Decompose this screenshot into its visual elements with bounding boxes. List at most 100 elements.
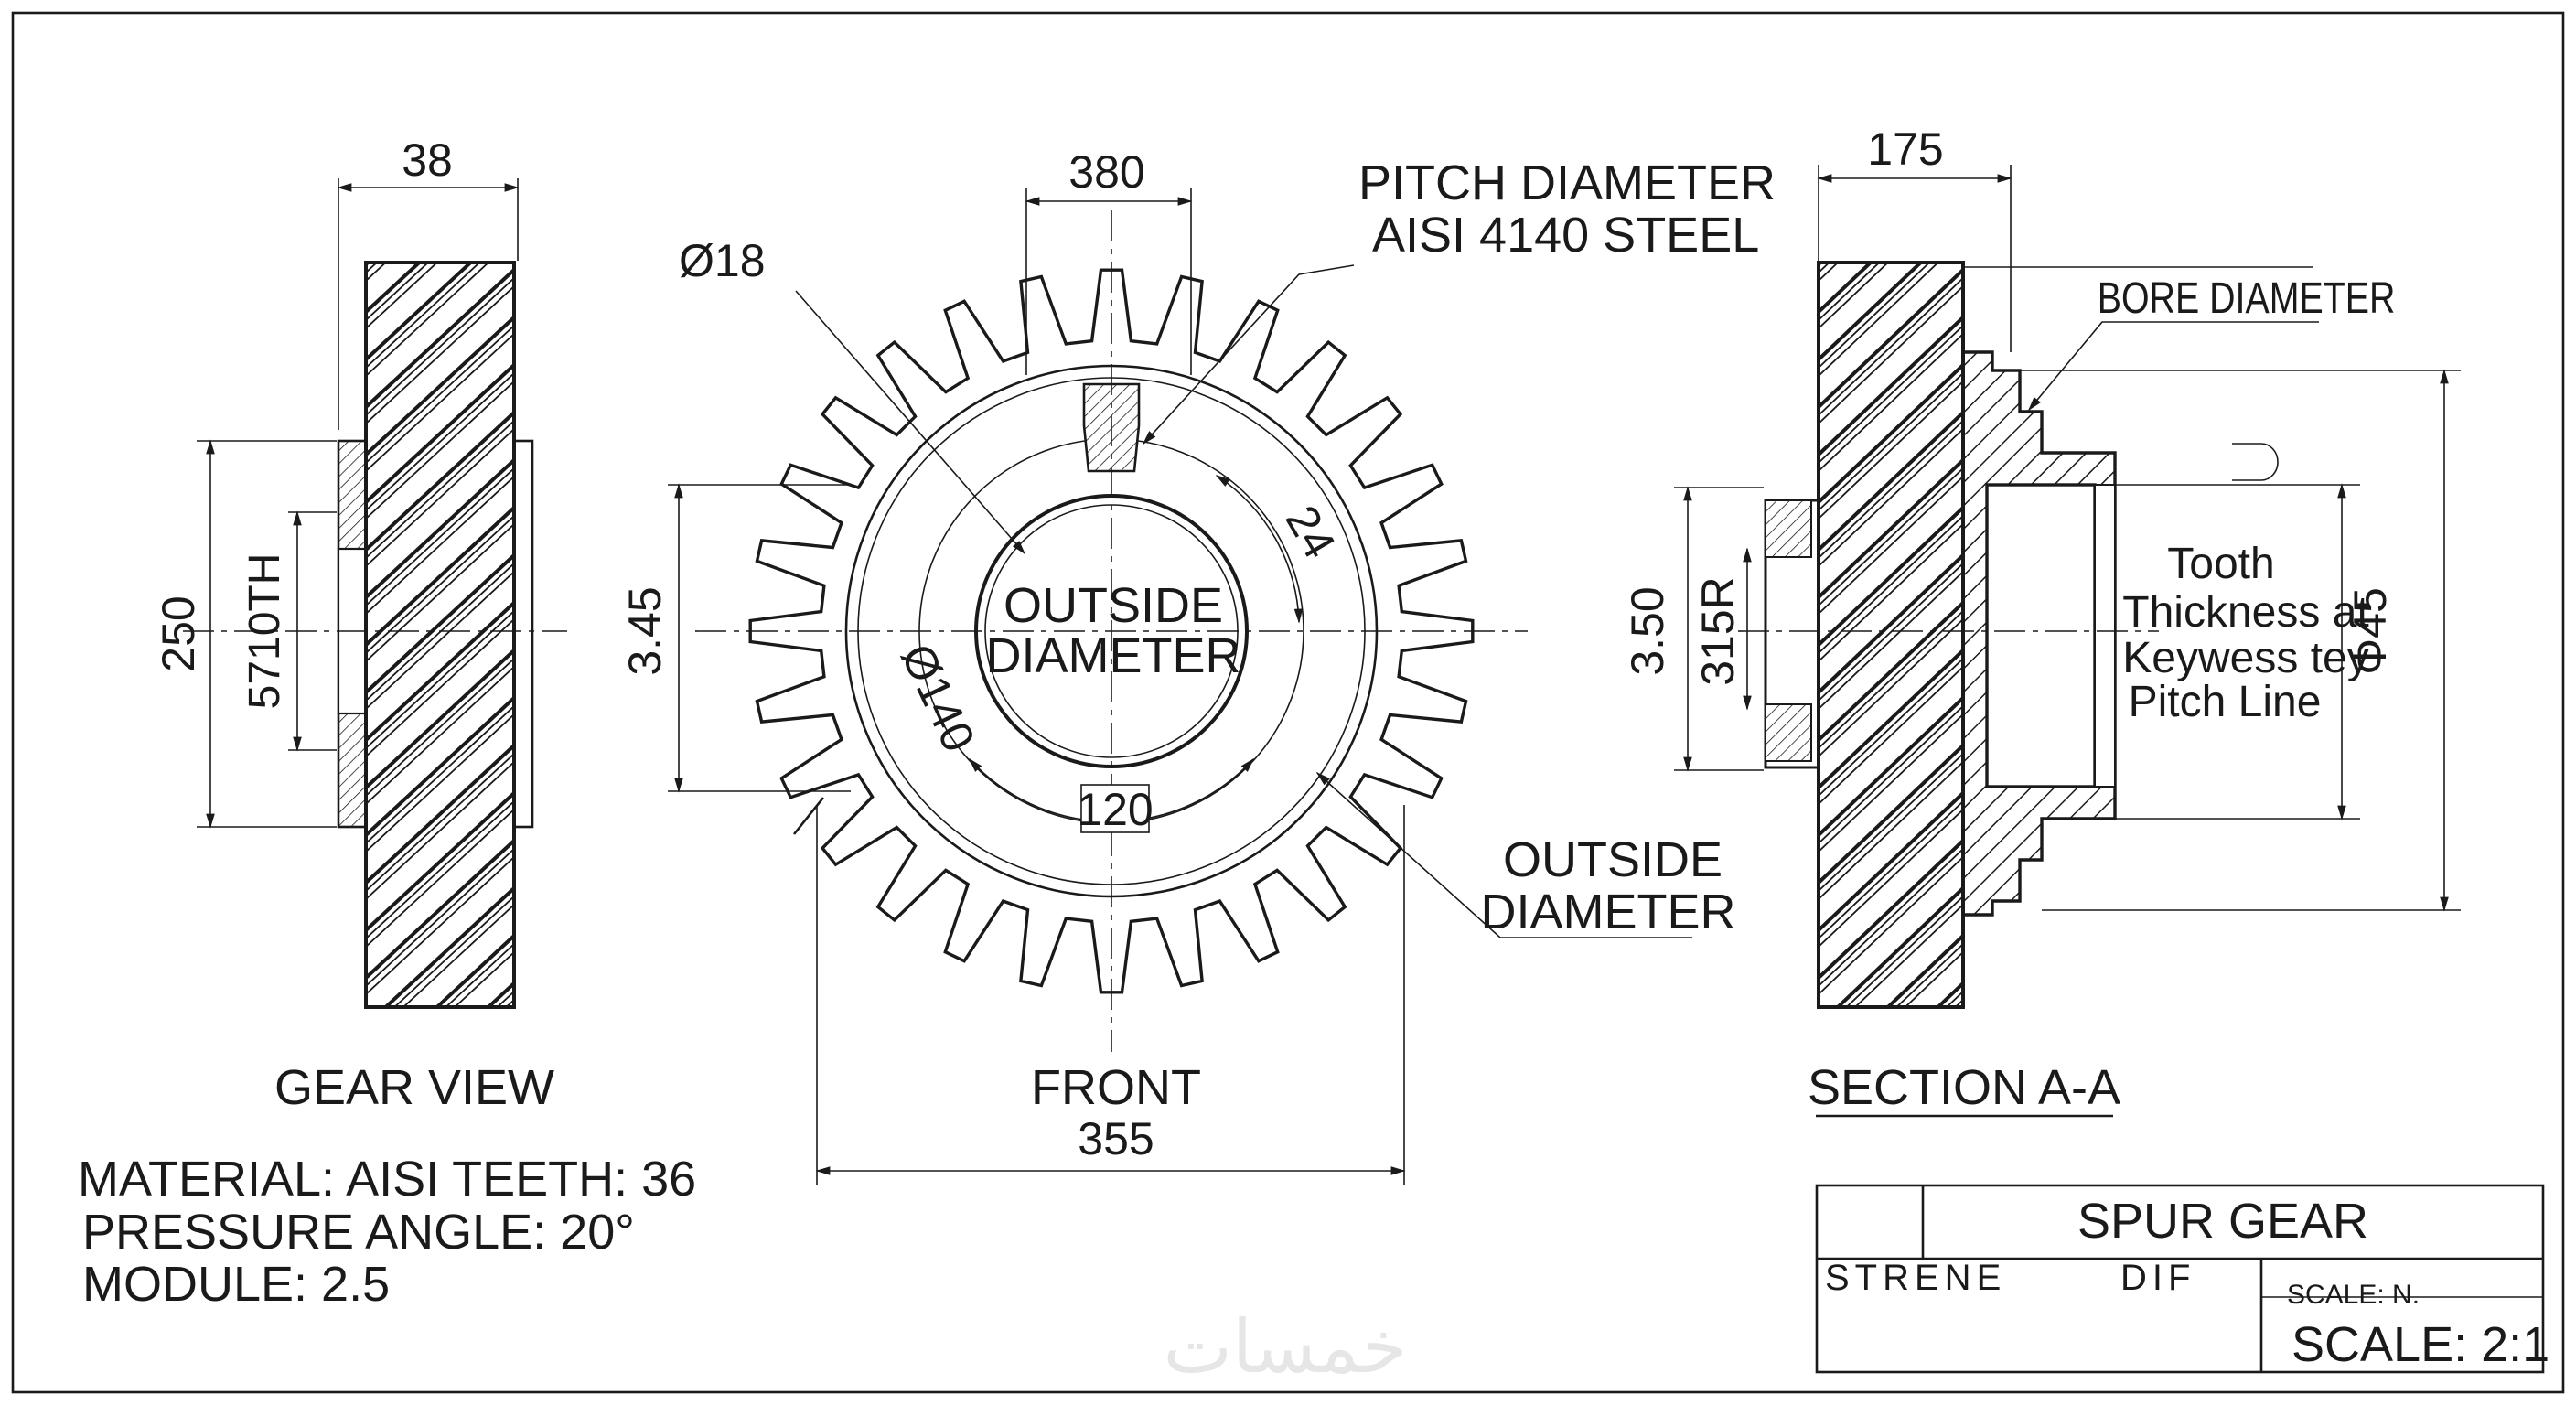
helical-tooth-line xyxy=(1819,649,1963,789)
helical-tooth-line xyxy=(1819,618,1963,757)
section-bore xyxy=(1985,483,2097,788)
helical-tooth-line xyxy=(1819,458,1963,599)
section-view: 175 BORE DIAMETER Φ45 Tooth Thickness at… xyxy=(1622,123,2461,1118)
helical-tooth-line xyxy=(1819,333,1963,472)
helical-tooth-line xyxy=(1819,848,1963,987)
helical-tooth-line xyxy=(1819,476,1963,615)
helical-tooth-line xyxy=(1819,610,1963,749)
gear-tooth-outline xyxy=(748,268,1475,994)
callout-pitch-2: AISI 4140 STEEL xyxy=(1372,208,1759,263)
helical-tooth-line xyxy=(366,428,514,567)
dim-section-350: 3.50 xyxy=(1622,586,1673,675)
helical-tooth-line xyxy=(1819,261,1875,314)
helical-tooth-line xyxy=(366,753,514,892)
left-gear-body xyxy=(364,261,516,1009)
title-field-1: STRENE xyxy=(1825,1258,2006,1298)
helical-tooth-line xyxy=(1883,934,1963,1009)
helical-tooth-line xyxy=(366,325,514,464)
helical-tooth-line xyxy=(1843,896,1963,1009)
dim-dia-18: Ø18 xyxy=(679,235,766,286)
helical-tooth-line xyxy=(366,744,514,885)
helical-tooth-line xyxy=(1819,261,1926,361)
helical-tooth-line xyxy=(366,372,514,511)
bore-box xyxy=(1080,784,1150,833)
helical-tooth-line xyxy=(366,285,514,424)
gear-view: 38 250 5710TH GEAR VIEW xyxy=(153,134,567,1115)
helical-tooth-line xyxy=(366,563,514,702)
helical-tooth-line xyxy=(366,261,492,377)
dim-gear-height: 250 xyxy=(153,595,204,671)
callout-outside-1: OUTSIDE xyxy=(1503,832,1723,887)
helical-tooth-line xyxy=(366,618,514,757)
helical-tooth-line xyxy=(366,856,514,995)
callout-pitch-1: PITCH DIAMETER xyxy=(1358,156,1776,210)
dim-section-315r: 315R xyxy=(1692,576,1744,686)
helical-tooth-line xyxy=(366,420,514,559)
helical-tooth-line xyxy=(1933,981,1963,1009)
helical-tooth-line xyxy=(366,658,514,797)
helical-tooth-line xyxy=(366,601,514,742)
helical-tooth-line xyxy=(366,411,514,552)
helical-tooth-line xyxy=(1902,951,1963,1009)
helical-tooth-line xyxy=(1819,713,1963,853)
title-scale-small: SCALE: N. xyxy=(2287,1280,2420,1310)
dim-dia-45: Φ45 xyxy=(2345,587,2396,675)
helical-tooth-line xyxy=(1819,601,1963,742)
helical-tooth-line xyxy=(1819,761,1963,900)
dim-bottom-355: 355 xyxy=(1078,1113,1154,1164)
helical-tooth-line xyxy=(1819,261,1942,377)
note-tooth-1: Tooth xyxy=(2167,540,2274,588)
helical-tooth-line xyxy=(366,610,514,749)
helical-tooth-line xyxy=(451,951,514,1009)
helical-tooth-line xyxy=(366,809,514,948)
helical-tooth-line xyxy=(1893,943,1963,1009)
material-notes: MATERIAL: AISI TEETH: 36 PRESSURE ANGLE:… xyxy=(78,1152,696,1312)
helical-tooth-line xyxy=(366,696,514,837)
note-module: MODULE: 2.5 xyxy=(82,1257,390,1312)
helical-tooth-line xyxy=(1819,428,1963,567)
dim-top-380: 380 xyxy=(1068,146,1144,198)
callout-bore: BORE DIAMETER xyxy=(2098,273,2396,323)
helical-tooth-line xyxy=(366,506,514,647)
helical-tooth-line xyxy=(366,848,514,987)
helical-tooth-line xyxy=(1819,411,1963,552)
helical-tooth-line xyxy=(366,363,514,504)
helical-tooth-line xyxy=(1819,467,1963,606)
helical-tooth-line xyxy=(1819,261,1892,329)
helical-tooth-line xyxy=(381,886,514,1009)
label-gear-view: GEAR VIEW xyxy=(274,1060,554,1115)
helical-tooth-line xyxy=(1819,856,1963,995)
helical-tooth-line xyxy=(1819,791,1963,932)
center-outside: OUTSIDE xyxy=(1004,578,1223,633)
note-tooth-2: Thickness at xyxy=(2122,588,2368,637)
dim-side-345: 3.45 xyxy=(619,586,671,675)
helical-tooth-line xyxy=(366,261,441,329)
dim-dia-140: Ø140 xyxy=(891,637,984,760)
dim-bore-120: 120 xyxy=(1077,784,1153,835)
helical-tooth-line xyxy=(1819,261,1883,321)
helical-tooth-line xyxy=(1819,506,1963,647)
helical-tooth-line xyxy=(1819,420,1963,559)
helical-tooth-line xyxy=(1819,571,1963,710)
helical-tooth-line xyxy=(432,934,514,1009)
helical-tooth-line xyxy=(1819,705,1963,844)
helical-tooth-line xyxy=(1819,316,1963,456)
helical-tooth-line xyxy=(1819,809,1963,948)
helical-tooth-line xyxy=(366,277,514,416)
helical-tooth-line xyxy=(366,467,514,606)
helical-tooth-line xyxy=(1819,325,1963,464)
helical-tooth-line xyxy=(1819,696,1963,837)
helical-tooth-line xyxy=(366,839,514,980)
helical-tooth-line xyxy=(1819,285,1963,424)
helical-tooth-line xyxy=(391,896,514,1009)
dim-gear-width: 38 xyxy=(402,134,453,186)
front-view: 380 Ø18 PITCH DIAMETER AISI 4140 STEEL O… xyxy=(619,146,1776,1185)
helical-tooth-line xyxy=(1819,744,1963,885)
helical-tooth-line xyxy=(1819,563,1963,702)
helical-tooth-line xyxy=(366,381,514,520)
helical-tooth-line xyxy=(366,791,514,932)
helical-tooth-line xyxy=(366,800,514,939)
helical-tooth-line xyxy=(1819,658,1963,797)
helical-tooth-line xyxy=(1819,268,1963,409)
helical-tooth-line xyxy=(366,476,514,615)
